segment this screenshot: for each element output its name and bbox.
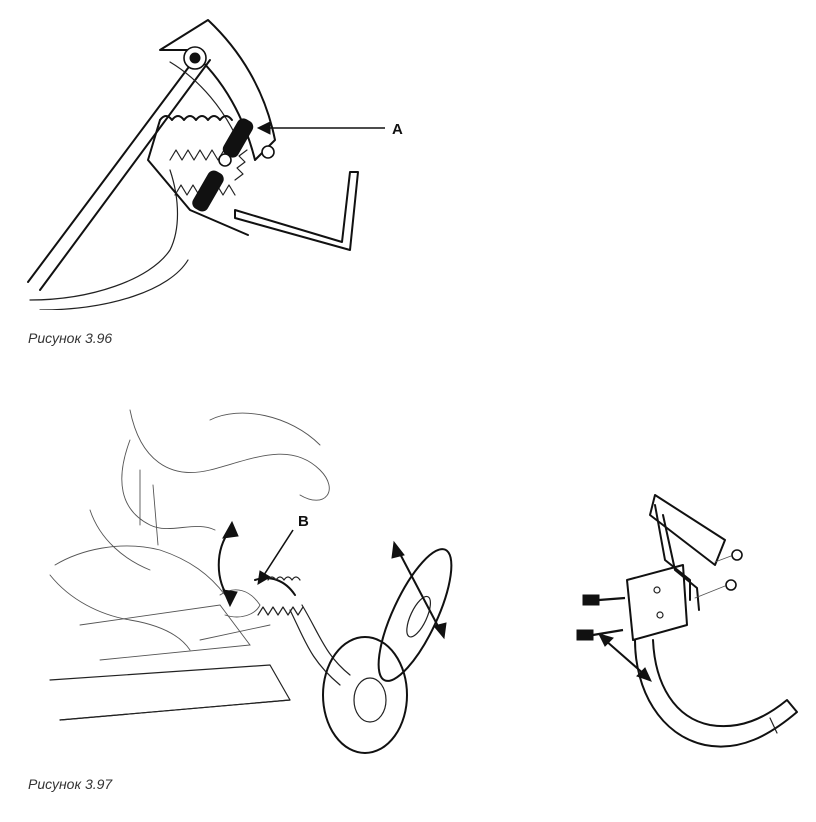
figure-3-96-illustration: A [20, 10, 420, 310]
figure-caption: Рисунок 3.96 [28, 330, 113, 346]
figure-3-97-illustration: B [20, 400, 490, 760]
figure-caption: Рисунок 3.97 [28, 776, 113, 792]
callout-a: A [392, 121, 403, 138]
shank-detail-illustration [565, 490, 805, 760]
callout-b: B [298, 513, 309, 530]
